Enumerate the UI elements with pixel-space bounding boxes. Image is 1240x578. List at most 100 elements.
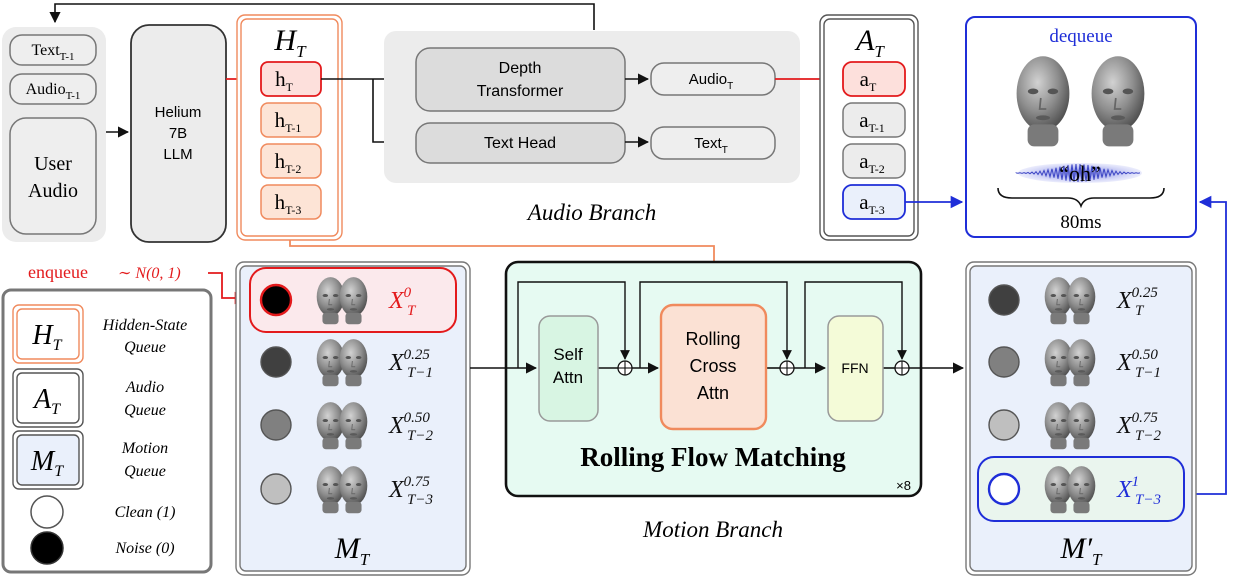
dequeue-box: dequeue “oh” 80ms bbox=[965, 16, 1197, 238]
motion-queue-label: X0 bbox=[388, 285, 412, 314]
svg-text:AT: AT bbox=[854, 24, 885, 61]
dequeue-word: “oh” bbox=[1059, 161, 1101, 186]
legend-audio-line1: Audio bbox=[125, 379, 164, 396]
residual-add-1 bbox=[617, 360, 633, 376]
self-attn-block bbox=[538, 315, 599, 422]
svg-text:MT: MT bbox=[334, 532, 371, 569]
depth-transformer-box bbox=[415, 47, 626, 112]
audio-branch-label: Audio Branch bbox=[526, 200, 656, 225]
motion-queue-out-row: X1T−3 bbox=[977, 456, 1185, 522]
legend-clean: Clean (1) bbox=[115, 504, 176, 521]
rfm-title: Rolling Flow Matching bbox=[580, 442, 846, 472]
user-audio-line2: Audio bbox=[28, 180, 78, 202]
svg-text:Self: Self bbox=[553, 345, 583, 364]
legend-motion-line2: Queue bbox=[124, 463, 166, 480]
svg-text:AudioT-1: AudioT-1 bbox=[26, 81, 81, 102]
a-T-2 bbox=[842, 143, 906, 179]
motion-branch-label: Motion Branch bbox=[642, 517, 783, 542]
text-head-box bbox=[415, 122, 626, 164]
llm-line1: Helium bbox=[155, 104, 202, 121]
motion-queue-out-noise-level-dot bbox=[988, 409, 1020, 441]
repeat-label: ×8 bbox=[896, 478, 911, 493]
text-prev-label: Text bbox=[31, 42, 60, 59]
motion-queue-label-sub: T−2 bbox=[407, 428, 433, 444]
motion-queue-label-sub: T bbox=[407, 303, 417, 319]
user-audio-box bbox=[9, 117, 97, 235]
dequeue-label: dequeue bbox=[1049, 26, 1112, 47]
motion-queue-out-label: X0.50 bbox=[1116, 347, 1158, 376]
motion-queue-out-label: X1 bbox=[1116, 474, 1139, 503]
input-group: TextT-1 AudioT-1 User Audio bbox=[2, 27, 106, 242]
svg-text:aT-3: aT-3 bbox=[859, 190, 885, 217]
svg-text:M′T: M′T bbox=[1059, 532, 1103, 569]
audio-prev-sub: T-1 bbox=[66, 90, 81, 102]
motion-queue-label: X0.50 bbox=[388, 410, 430, 439]
motion-queue-label-sub: T−1 bbox=[407, 365, 433, 381]
svg-text:MT: MT bbox=[30, 446, 64, 480]
audio-prev-box bbox=[9, 73, 97, 105]
ffn-block bbox=[827, 315, 884, 422]
feedback-line bbox=[49, 3, 595, 30]
audio-queue: AT aT aT-1 aT-2 aT-3 bbox=[819, 14, 919, 241]
h-T-3 bbox=[260, 184, 322, 220]
svg-text:hT-3: hT-3 bbox=[275, 190, 302, 217]
text-out-box bbox=[650, 126, 776, 160]
motion-queue-out-noise-level-dot bbox=[988, 284, 1020, 316]
llm-line2: 7B bbox=[169, 125, 187, 142]
h-T-1 bbox=[260, 102, 322, 138]
motion-queue-noise-level-dot bbox=[260, 409, 292, 441]
svg-text:AT: AT bbox=[32, 384, 61, 418]
waveform bbox=[1015, 163, 1142, 183]
svg-text:HT: HT bbox=[273, 24, 307, 61]
svg-text:HT: HT bbox=[31, 320, 62, 354]
hidden-queue-title-sub: T bbox=[296, 42, 307, 61]
motion-queue-out-row: X0.50T−1 bbox=[988, 339, 1161, 386]
a-T bbox=[842, 61, 906, 97]
svg-text:TextT-1: TextT-1 bbox=[31, 42, 74, 63]
legend-audio-line2: Queue bbox=[124, 402, 166, 419]
svg-text:aT-1: aT-1 bbox=[859, 108, 885, 135]
motion-queue-row: X0.75T−3 bbox=[260, 466, 433, 513]
svg-text:Transformer: Transformer bbox=[477, 83, 564, 100]
a-T-1 bbox=[842, 102, 906, 138]
motion-queue-out-label-sub: T−1 bbox=[1135, 365, 1161, 381]
svg-text:Text Head: Text Head bbox=[484, 135, 556, 152]
motion-queue-out-label-sub: T−3 bbox=[1135, 492, 1161, 508]
legend-noise: Noise (0) bbox=[114, 540, 174, 557]
motion-queue-row: X0.25T−1 bbox=[260, 339, 433, 386]
audio-branch: Depth Transformer Text Head AudioT TextT… bbox=[384, 31, 800, 225]
motion-queue-title: M bbox=[334, 532, 362, 565]
svg-text:Attn: Attn bbox=[553, 368, 583, 387]
hidden-queue-title: H bbox=[273, 24, 298, 57]
rolling-flow-matching: Self Attn Rolling Cross Attn FFN Rolling… bbox=[470, 260, 965, 498]
motion-queue-label-sub: T−3 bbox=[407, 492, 433, 508]
legend: HT Hidden-State Queue AT Audio Queue MT … bbox=[1, 288, 213, 574]
svg-text:Rolling: Rolling bbox=[685, 329, 740, 349]
motion-queue-label: X0.25 bbox=[388, 347, 430, 376]
llm-line3: LLM bbox=[163, 146, 192, 163]
noise-dot bbox=[30, 531, 64, 565]
residual-add-2 bbox=[779, 360, 795, 376]
svg-text:aT: aT bbox=[860, 67, 877, 94]
motion-queue-out-noise-level-dot bbox=[988, 346, 1020, 378]
enqueue-label: enqueue bbox=[28, 262, 88, 282]
svg-text:hT-1: hT-1 bbox=[275, 108, 302, 135]
legend-motion-line1: Motion bbox=[121, 440, 168, 457]
motion-queue-out-label: X0.75 bbox=[1116, 410, 1158, 439]
audio-queue-title: A bbox=[854, 24, 875, 57]
motion-queue-out-row: X0.75T−2 bbox=[988, 402, 1161, 449]
motion-queue-out-label-sub: T−2 bbox=[1135, 428, 1161, 444]
h-T-2 bbox=[260, 143, 322, 179]
svg-text:FFN: FFN bbox=[841, 360, 868, 376]
svg-text:TextT: TextT bbox=[694, 135, 728, 156]
legend-hidden-line1: Hidden-State bbox=[102, 317, 187, 334]
svg-text:hT-2: hT-2 bbox=[275, 149, 302, 176]
enqueue-dist: ∼ N(0, 1) bbox=[118, 265, 181, 282]
motion-queue-out-noise-level-dot bbox=[987, 472, 1021, 506]
user-audio-line1: User bbox=[34, 153, 72, 175]
svg-text:Attn: Attn bbox=[697, 383, 729, 403]
motion-queue-row: X0T bbox=[249, 267, 457, 333]
motion-queue-out-row: X0.25T bbox=[988, 277, 1158, 324]
